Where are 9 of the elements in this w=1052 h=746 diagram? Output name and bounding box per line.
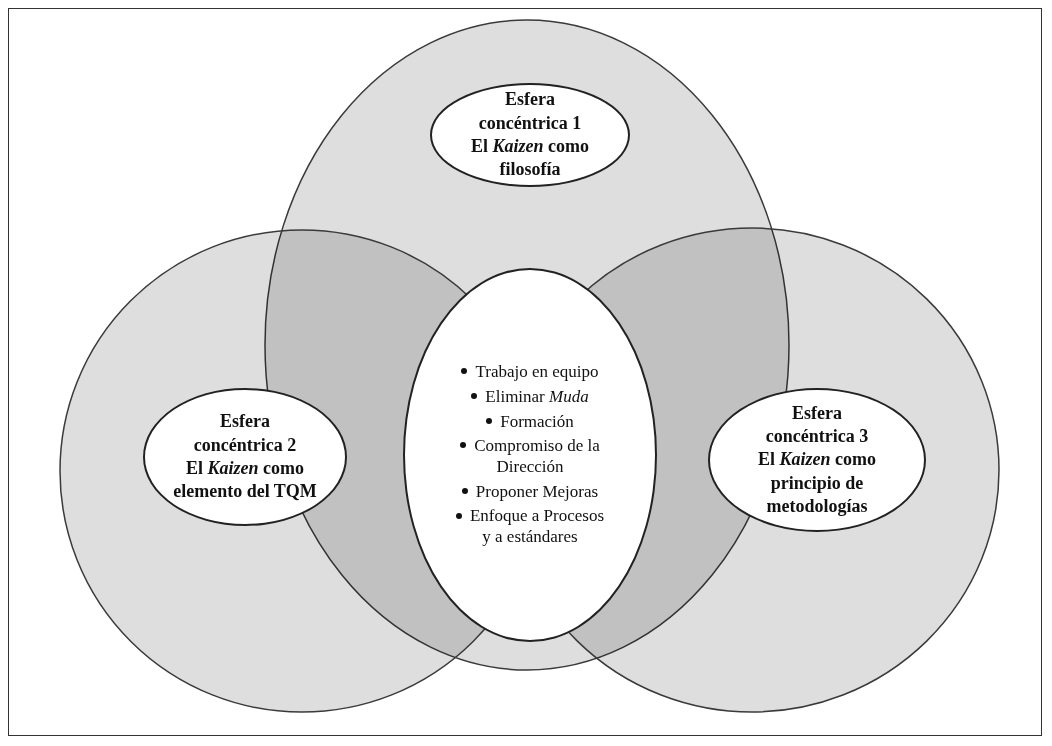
bullet-item: Compromiso de la Dirección bbox=[450, 436, 610, 478]
bullet-item: Eliminar Muda bbox=[471, 386, 589, 408]
sphere-description: El Kaizen como filosofía bbox=[470, 135, 590, 182]
bullet-item: Formación bbox=[486, 411, 574, 433]
bullet-item: Proponer Mejoras bbox=[461, 481, 599, 503]
sphere-description: El Kaizen como elemento del TQM bbox=[172, 457, 318, 504]
sphere-description: El Kaizen como principio de metodologías bbox=[757, 448, 877, 519]
bullet-item: Enfoque a Procesos y a estándares bbox=[450, 506, 610, 548]
bullet-item: Trabajo en equipo bbox=[461, 362, 599, 383]
